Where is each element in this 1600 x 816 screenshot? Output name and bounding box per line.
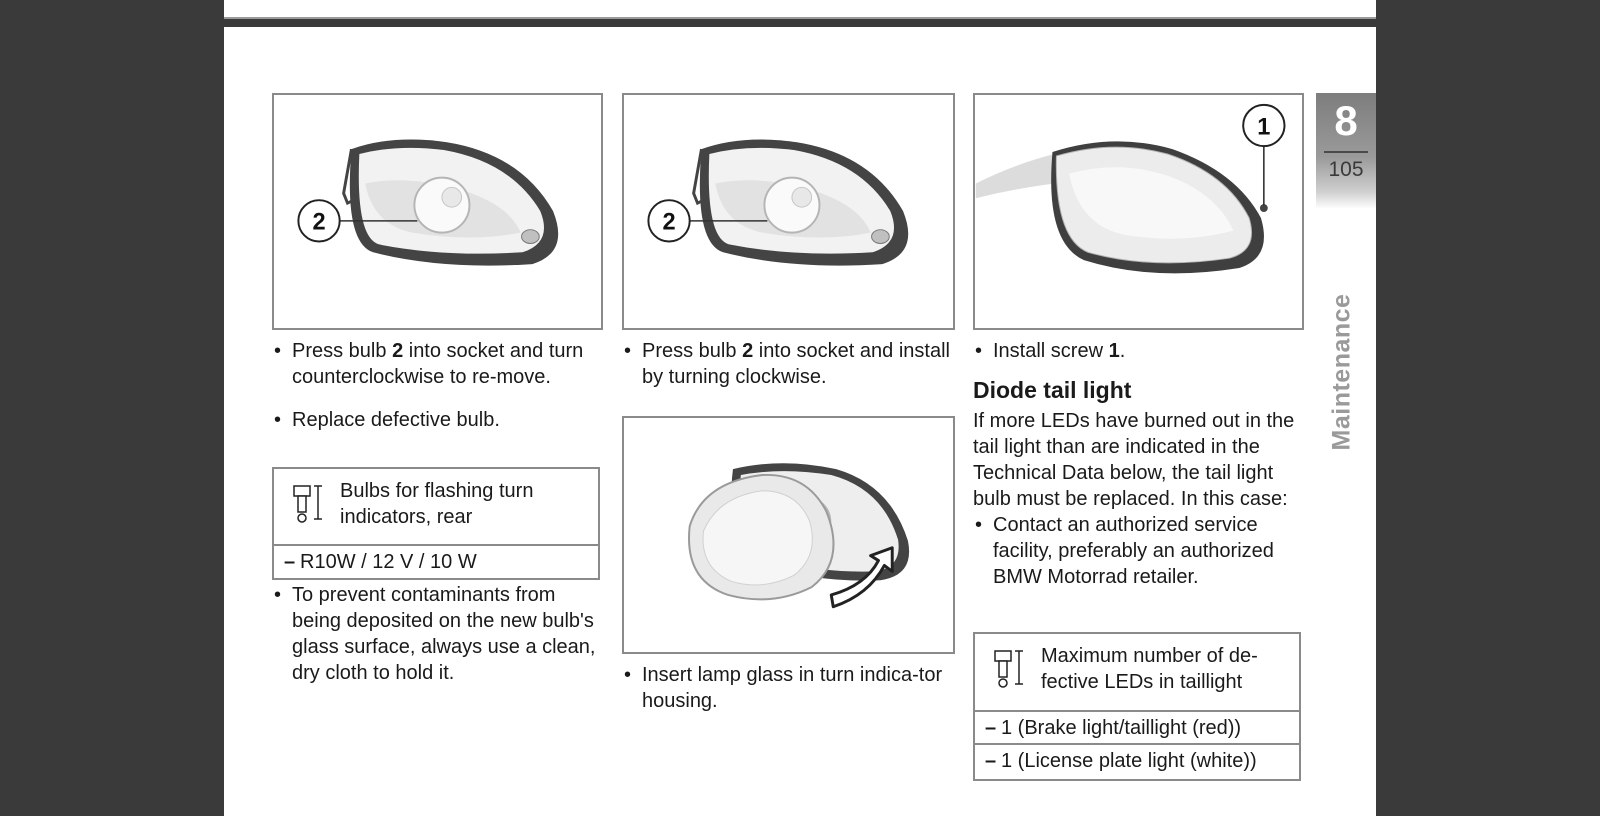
- figure-bulb-removal: 2: [272, 93, 603, 330]
- column-2: •Press bulb 2 into socket and install by…: [622, 338, 954, 390]
- spec-value-row: –R10W / 12 V / 10 W: [284, 551, 477, 573]
- figure-lamp-glass-insert: [622, 416, 955, 654]
- step-insert-lamp-glass: •Insert lamp glass in turn indica-tor ho…: [624, 664, 943, 712]
- callout-label: 2: [662, 209, 675, 235]
- turn-indicator-open-illustration: 2: [647, 139, 909, 266]
- step-press-bulb-install: •Press bulb 2 into socket and install by…: [624, 340, 950, 388]
- section-heading: Diode tail light: [973, 377, 1132, 403]
- step-use-clean-cloth: •To prevent contaminants from being depo…: [274, 584, 596, 684]
- step-replace-bulb: •Replace defective bulb.: [274, 409, 500, 431]
- spec-value-row: –1 (License plate light (white)): [985, 750, 1257, 772]
- lamp-glass-insert-illustration: [688, 463, 910, 609]
- spec-title: Maximum number of de-fective LEDs in tai…: [1041, 645, 1258, 693]
- spec-value-row: –1 (Brake light/taillight (red)): [975, 712, 1299, 745]
- spec-title: Bulbs for flashing turn indicators, rear: [340, 480, 534, 528]
- column-2-lower: •Insert lamp glass in turn indica-tor ho…: [622, 662, 954, 714]
- chapter-thumb-tab: 8 105: [1316, 93, 1376, 209]
- callout-label: 1: [1257, 113, 1270, 139]
- figure-bulb-install: 2: [622, 93, 955, 330]
- spec-box-max-defective-leds: Maximum number of de-fective LEDs in tai…: [973, 632, 1301, 781]
- turn-indicator-open-illustration: 2: [297, 139, 559, 266]
- section-paragraph: If more LEDs have burned out in the tail…: [973, 410, 1295, 510]
- step-contact-service: •Contact an authorized service facility,…: [975, 514, 1274, 588]
- previous-page-edge: [224, 0, 1376, 18]
- bulb-spec-icon: [293, 485, 322, 523]
- turn-indicator-closed-illustration: 1: [975, 103, 1286, 274]
- figure-screw-install: 1: [973, 93, 1304, 330]
- step-press-bulb-remove: •Press bulb 2 into socket and turn count…: [274, 340, 584, 388]
- column-1: •Press bulb 2 into socket and turn count…: [272, 338, 602, 433]
- column-1-lower: •To prevent contaminants from being depo…: [272, 582, 602, 686]
- column-3: •Install screw 1. Diode tail light If mo…: [973, 338, 1303, 590]
- section-side-label: Maintenance: [1327, 293, 1356, 451]
- thumb-divider: [1324, 151, 1368, 153]
- step-install-screw: •Install screw 1.: [975, 340, 1126, 362]
- callout-label: 2: [312, 209, 325, 235]
- page-number: 105: [1328, 158, 1364, 181]
- bulb-spec-icon: [994, 650, 1023, 688]
- chapter-number: 8: [1334, 97, 1358, 144]
- page-divider: [224, 17, 1376, 19]
- spec-box-turn-bulbs: Bulbs for flashing turn indicators, rear…: [272, 467, 600, 580]
